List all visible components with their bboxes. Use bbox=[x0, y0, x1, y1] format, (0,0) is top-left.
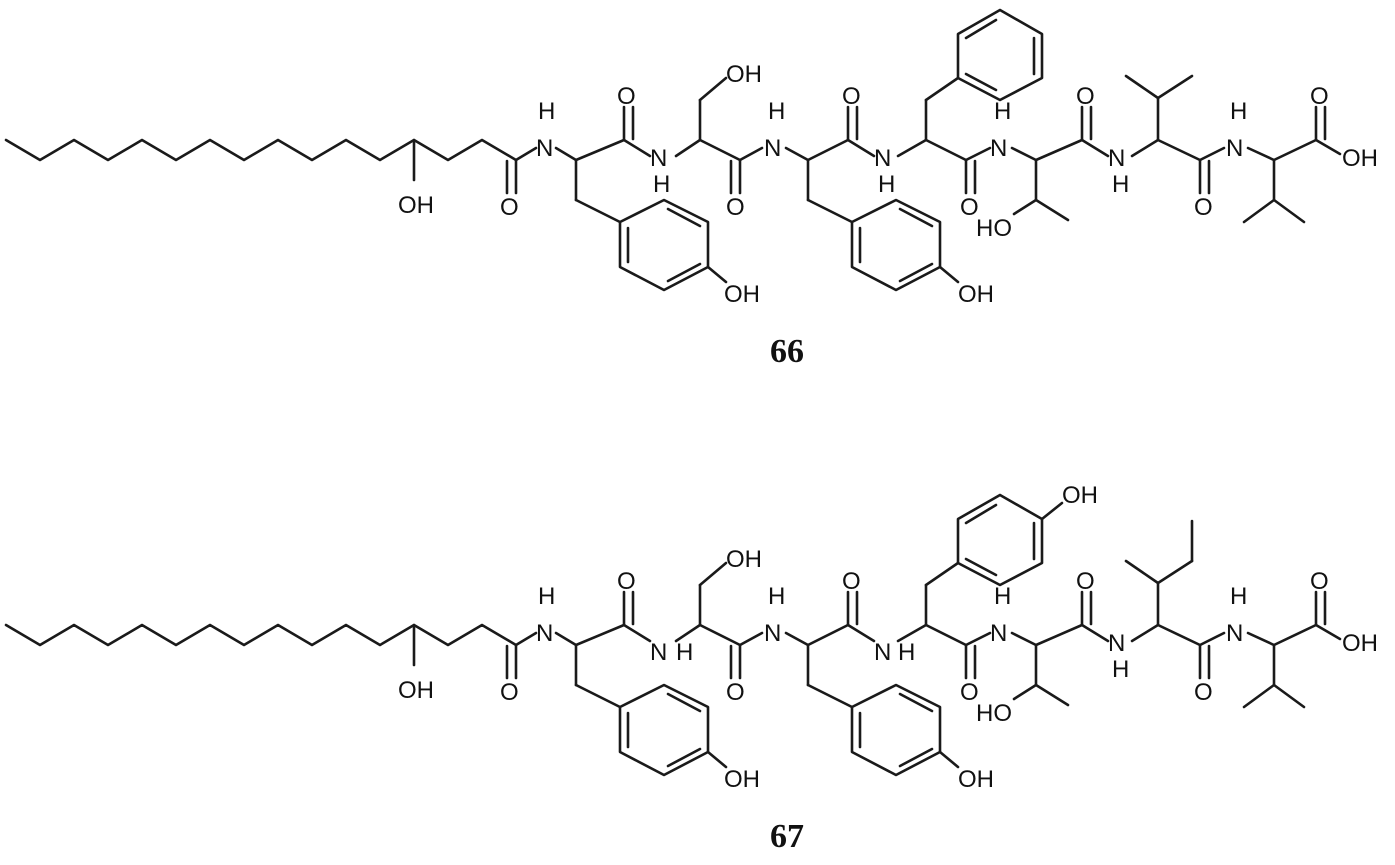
atom-label: HO bbox=[976, 700, 1012, 727]
atom-label: N bbox=[650, 145, 667, 172]
atom-label: N bbox=[1226, 135, 1243, 162]
atom-label: H bbox=[538, 583, 555, 610]
atom-label: H bbox=[878, 171, 895, 198]
atom-label: O bbox=[617, 83, 636, 110]
atom-label: H bbox=[1230, 98, 1247, 125]
atom-label: OH bbox=[724, 281, 760, 308]
atom-label: O bbox=[960, 194, 979, 221]
atom-label: OH bbox=[1342, 630, 1378, 657]
atom-label: N bbox=[990, 620, 1007, 647]
atom-label: OH bbox=[724, 766, 760, 793]
atom-label: H bbox=[1230, 583, 1247, 610]
atom-label: O bbox=[726, 679, 745, 706]
atom-label: OH bbox=[398, 192, 434, 219]
atom-label: OH bbox=[726, 546, 762, 573]
atom-label: N bbox=[1108, 630, 1125, 657]
atom-label: N bbox=[874, 145, 891, 172]
atom-label: H bbox=[1112, 171, 1129, 198]
compound-67-atoms: H N OH O O N H OH O H N O N H O H N HO O… bbox=[398, 482, 1378, 793]
atom-label: N bbox=[990, 135, 1007, 162]
atom-label: O bbox=[500, 194, 519, 221]
compound-number: 66 bbox=[770, 333, 804, 370]
atom-label: H bbox=[1112, 656, 1129, 683]
atom-label: OH bbox=[1342, 145, 1378, 172]
atom-label: O bbox=[960, 679, 979, 706]
atom-label: O bbox=[1194, 679, 1213, 706]
atom-label: OH bbox=[958, 766, 994, 793]
atom-label: O bbox=[1194, 194, 1213, 221]
compound-66-bonds bbox=[4, 8, 1342, 292]
atom-label: N bbox=[536, 620, 553, 647]
atom-label: O bbox=[1310, 568, 1329, 595]
atom-label: HO bbox=[976, 215, 1012, 242]
atom-label: O bbox=[726, 194, 745, 221]
atom-label: N bbox=[874, 639, 891, 666]
atom-label: N bbox=[764, 620, 781, 647]
atom-label: OH bbox=[958, 281, 994, 308]
atom-label: O bbox=[617, 568, 636, 595]
atom-label: OH bbox=[1062, 482, 1098, 509]
atom-label: H bbox=[653, 171, 670, 198]
compound-number: 67 bbox=[770, 818, 804, 855]
atom-label: N bbox=[764, 135, 781, 162]
compound-66-atoms: H N OH O O N H OH O H N O N H O H N HO O… bbox=[398, 61, 1378, 308]
atom-label: OH bbox=[398, 677, 434, 704]
atom-label: H bbox=[994, 583, 1011, 610]
atom-label: H bbox=[768, 98, 785, 125]
atom-label: O bbox=[1310, 83, 1329, 110]
atom-label: O bbox=[842, 568, 861, 595]
atom-label: OH bbox=[726, 61, 762, 88]
atom-label: N bbox=[536, 135, 553, 162]
atom-label: N bbox=[1108, 145, 1125, 172]
atom-label: N bbox=[650, 639, 667, 666]
compound-66: H N OH O O N H OH O H N O N H O H N HO O… bbox=[4, 8, 1378, 370]
atom-label: N bbox=[1226, 620, 1243, 647]
atom-label: O bbox=[1076, 83, 1095, 110]
atom-label: H bbox=[676, 639, 693, 666]
atom-label: O bbox=[1076, 568, 1095, 595]
atom-label: O bbox=[500, 679, 519, 706]
atom-label: H bbox=[994, 98, 1011, 125]
atom-label: O bbox=[842, 83, 861, 110]
atom-label: H bbox=[538, 98, 555, 125]
compound-67: H N OH O O N H OH O H N O N H O H N HO O… bbox=[4, 482, 1378, 855]
atom-label: H bbox=[768, 583, 785, 610]
compound-67-bonds bbox=[4, 493, 1342, 777]
atom-label: H bbox=[898, 639, 915, 666]
